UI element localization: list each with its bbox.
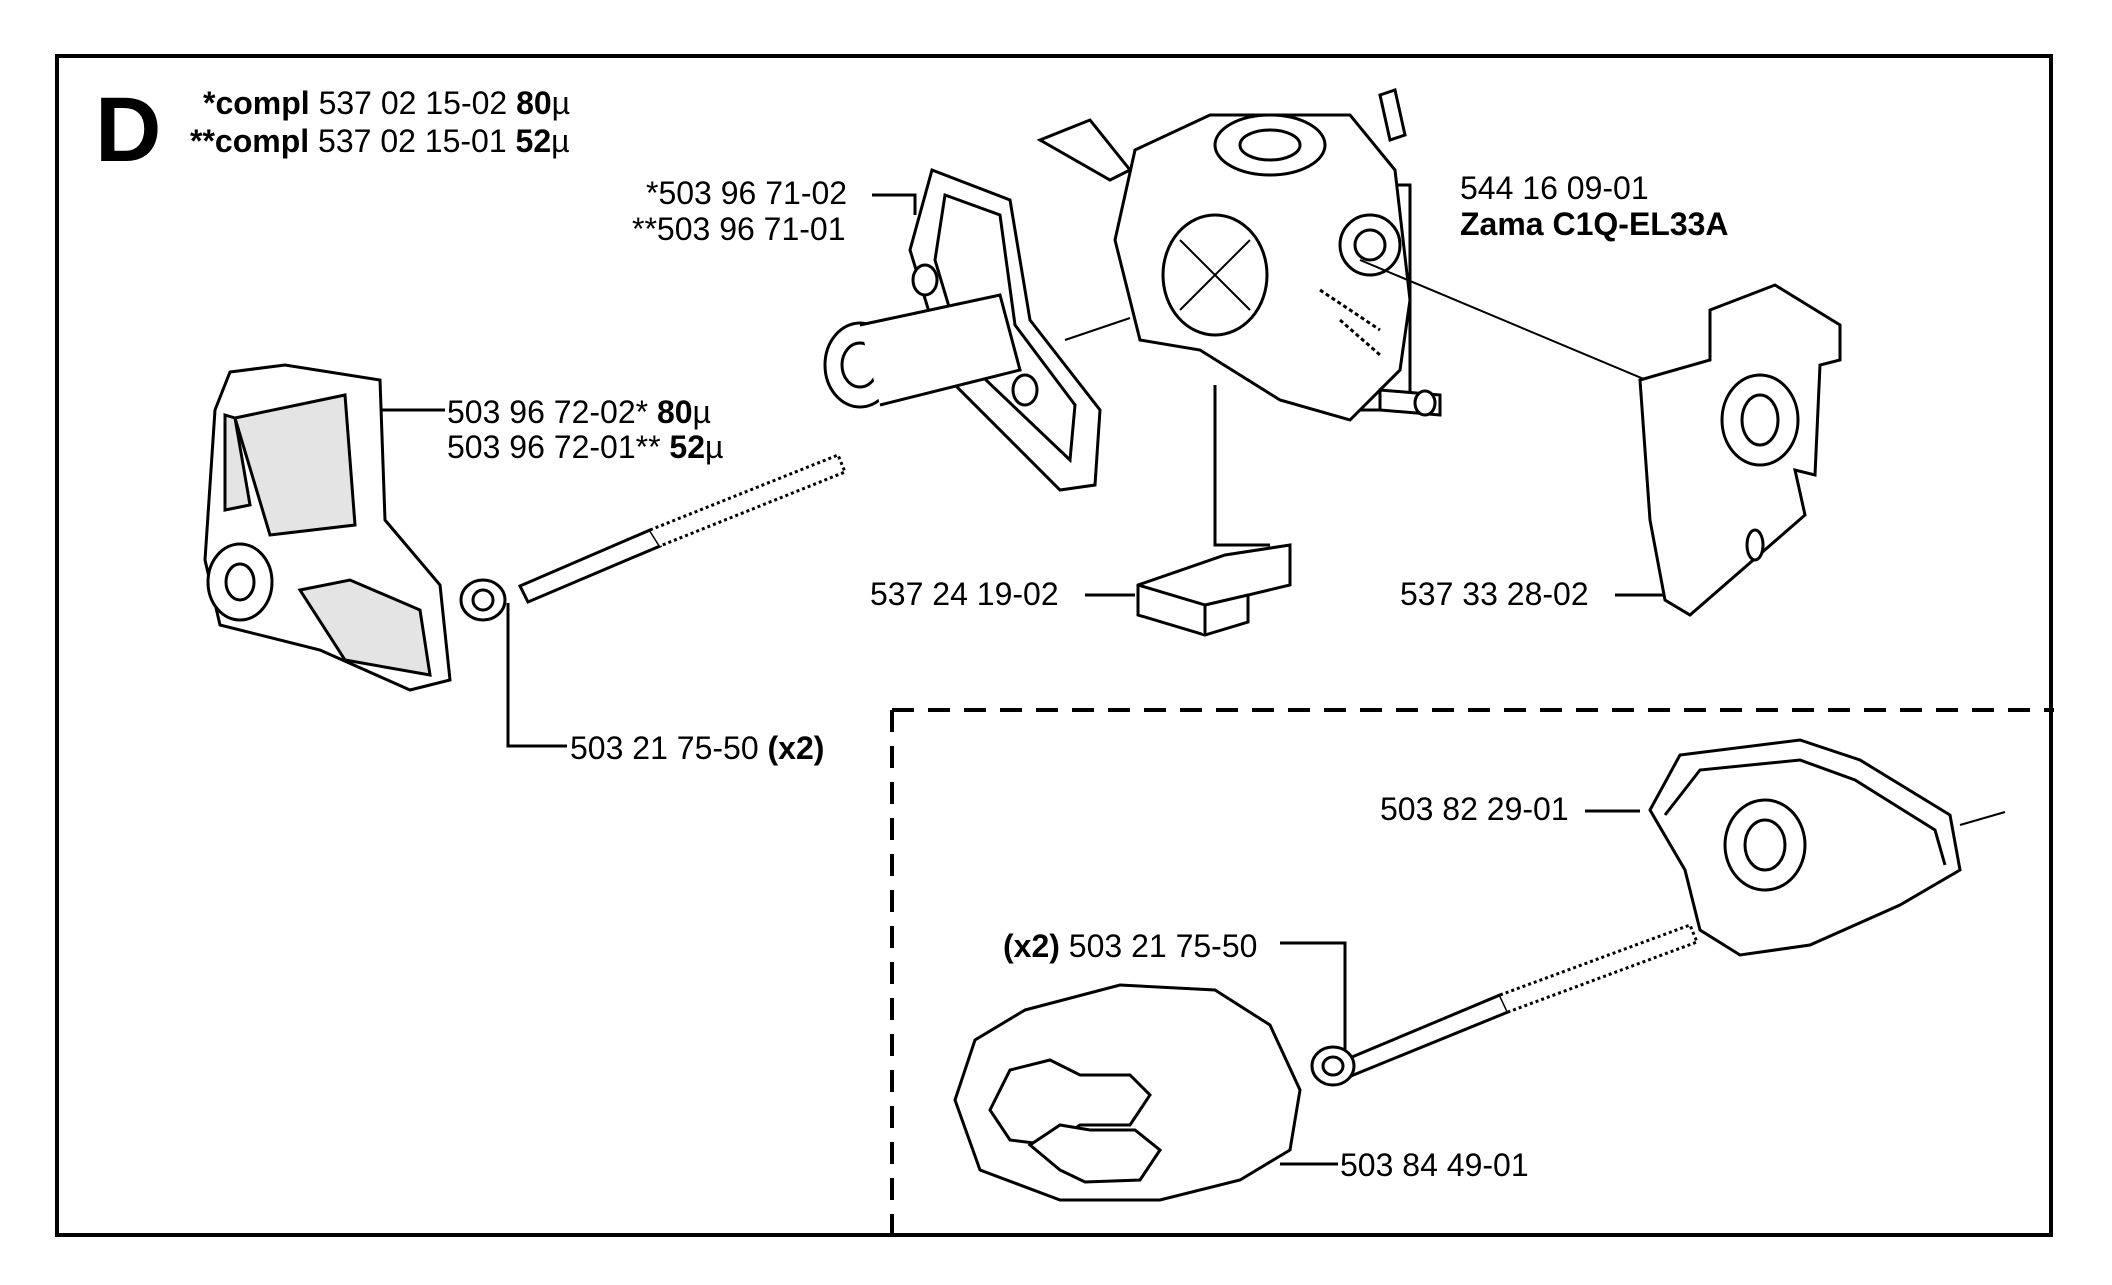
screw-bottom-icon (1310, 923, 1699, 1087)
compl-line-2: **compl 537 02 15-01 52µ (190, 123, 570, 159)
foam-label: 503 84 49-01 (1340, 1147, 1529, 1183)
section-letter: D (95, 79, 162, 181)
insulator-icon (1638, 283, 1842, 617)
air-filter-icon (203, 363, 452, 692)
screw-label-bottom: (x2) 503 21 75-50 (1003, 928, 1258, 964)
air-filter-label-a: 503 96 72-02* 80µ (447, 394, 711, 430)
gasket-icon (1136, 543, 1292, 637)
insulator-label: 537 33 28-02 (1400, 576, 1589, 612)
screw-top-icon (459, 453, 847, 622)
foam-sleeve-icon (953, 983, 1302, 1202)
filter-cage-icon (1648, 738, 2006, 957)
gasket-label: 537 24 19-02 (870, 576, 1059, 612)
filter-holder-icon (823, 168, 1102, 492)
filter-holder-label-a: *503 96 71-02 (646, 175, 848, 211)
carburetor-icon (1036, 88, 1442, 422)
air-filter-label-b: 503 96 72-01** 52µ (447, 429, 724, 465)
filter-holder-label-b: **503 96 71-01 (632, 211, 846, 247)
diagram-frame (55, 54, 2053, 1237)
carburetor-model-label: Zama C1Q-EL33A (1460, 206, 1729, 242)
carburetor-part-label: 544 16 09-01 (1460, 170, 1649, 206)
cage-label: 503 82 29-01 (1380, 791, 1569, 827)
screw-label-top: 503 21 75-50 (x2) (570, 730, 825, 766)
compl-line-1: *compl 537 02 15-02 80µ (203, 85, 571, 121)
